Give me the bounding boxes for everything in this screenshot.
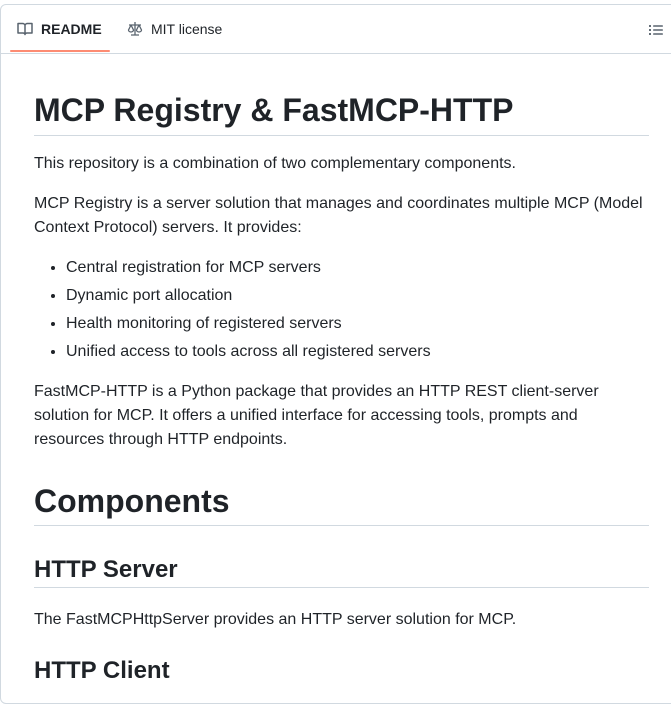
registry-paragraph: MCP Registry is a server solution that m… [34,195,643,236]
list-item: Health monitoring of registered servers [66,312,431,336]
tab-license-label: MIT license [151,21,223,37]
http-server-heading: HTTP Server [34,556,178,583]
list-unordered-icon [649,25,663,35]
fastmcp-paragraph: FastMCP-HTTP is a Python package that pr… [34,383,599,448]
intro-paragraph: This repository is a combination of two … [34,155,516,172]
active-tab-underline [10,50,110,52]
book-icon [17,22,33,36]
http-client-heading: HTTP Client [34,657,170,684]
tab-readme-label: README [41,21,102,37]
feature-list: Central registration for MCP servers Dyn… [34,256,431,368]
list-item: Dynamic port allocation [66,284,431,308]
page-title: MCP Registry & FastMCP-HTTP [34,92,514,128]
divider [34,587,649,588]
law-icon [127,22,143,36]
tab-readme[interactable]: README [17,5,102,53]
components-heading: Components [34,483,230,519]
outline-button[interactable] [648,22,664,43]
divider [34,135,649,136]
tab-bar: README MIT license [1,5,671,54]
divider [34,525,649,526]
readme-panel: README MIT license MCP Registry & FastMC… [0,4,671,704]
list-item: Central registration for MCP servers [66,256,431,280]
tab-mit-license[interactable]: MIT license [127,5,222,53]
http-server-paragraph: The FastMCPHttpServer provides an HTTP s… [34,611,517,628]
list-item: Unified access to tools across all regis… [66,340,431,364]
